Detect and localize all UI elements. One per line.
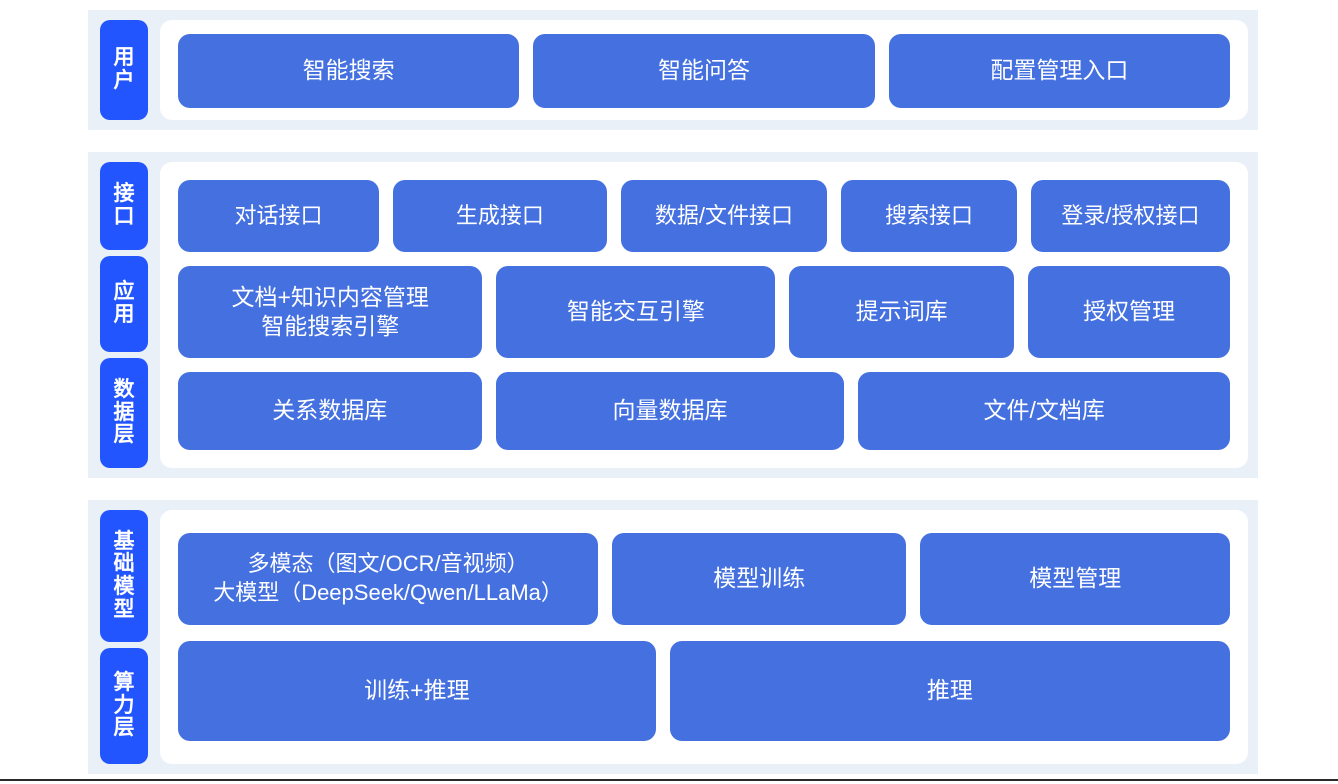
row-user-entries: 智能搜索 智能问答 配置管理入口: [178, 34, 1230, 108]
row-data-layer: 关系数据库 向量数据库 文件/文档库: [178, 372, 1230, 450]
rail-user: 用户: [88, 10, 148, 130]
layer-badge-application: 应用: [100, 256, 148, 352]
row-interface: 对话接口 生成接口 数据/文件接口 搜索接口 登录/授权接口: [178, 180, 1231, 252]
section-user: 用户 智能搜索 智能问答 配置管理入口: [88, 10, 1258, 130]
layer-badge-user: 用户: [100, 20, 148, 120]
tile-generate-api[interactable]: 生成接口: [393, 180, 607, 252]
tile-training-inference[interactable]: 训练+推理: [178, 641, 656, 741]
row-application: 文档+知识内容管理 智能搜索引擎 智能交互引擎 提示词库 授权管理: [178, 266, 1230, 358]
tile-vector-database[interactable]: 向量数据库: [495, 372, 845, 450]
tile-authorization-management[interactable]: 授权管理: [1027, 266, 1230, 358]
tile-multimodal-large-model[interactable]: 多模态（图文/OCR/音视频） 大模型（DeepSeek/Qwen/LLaMa）: [178, 533, 599, 625]
layer-badge-interface: 接口: [100, 162, 148, 250]
tile-prompt-library[interactable]: 提示词库: [789, 266, 1014, 358]
tile-smart-search[interactable]: 智能搜索: [178, 34, 520, 108]
rail-middle: 接口 应用 数据层: [88, 152, 148, 478]
card-user: 智能搜索 智能问答 配置管理入口: [160, 20, 1248, 120]
rail-base: 基础模型 算力层: [88, 500, 148, 774]
tile-inference[interactable]: 推理: [669, 641, 1230, 741]
tile-model-management[interactable]: 模型管理: [920, 533, 1230, 625]
tile-interaction-engine[interactable]: 智能交互引擎: [496, 266, 776, 358]
tile-smart-qa[interactable]: 智能问答: [533, 34, 875, 108]
tile-document-knowledge-management[interactable]: 文档+知识内容管理 智能搜索引擎: [178, 266, 483, 358]
tile-file-document-store[interactable]: 文件/文档库: [858, 372, 1230, 450]
section-middle: 接口 应用 数据层 对话接口 生成接口 数据/文件接口 搜索接口 登录/授权接口…: [88, 152, 1258, 478]
tile-model-training[interactable]: 模型训练: [612, 533, 907, 625]
tile-config-management-entry[interactable]: 配置管理入口: [888, 34, 1230, 108]
layer-badge-foundation-model: 基础模型: [100, 510, 148, 642]
layer-badge-data: 数据层: [100, 358, 148, 468]
tile-data-file-api[interactable]: 数据/文件接口: [620, 180, 828, 252]
tile-relational-database[interactable]: 关系数据库: [178, 372, 482, 450]
row-compute-layer: 训练+推理 推理: [178, 641, 1230, 741]
tile-login-auth-api[interactable]: 登录/授权接口: [1030, 180, 1231, 252]
row-foundation-model: 多模态（图文/OCR/音视频） 大模型（DeepSeek/Qwen/LLaMa）…: [178, 533, 1230, 625]
card-middle: 对话接口 生成接口 数据/文件接口 搜索接口 登录/授权接口 文档+知识内容管理…: [160, 162, 1248, 468]
tile-search-api[interactable]: 搜索接口: [841, 180, 1017, 252]
bottom-divider: [0, 779, 1338, 781]
card-base: 多模态（图文/OCR/音视频） 大模型（DeepSeek/Qwen/LLaMa）…: [160, 510, 1248, 764]
layer-badge-compute: 算力层: [100, 648, 148, 764]
section-base: 基础模型 算力层 多模态（图文/OCR/音视频） 大模型（DeepSeek/Qw…: [88, 500, 1258, 774]
tile-dialog-api[interactable]: 对话接口: [178, 180, 380, 252]
